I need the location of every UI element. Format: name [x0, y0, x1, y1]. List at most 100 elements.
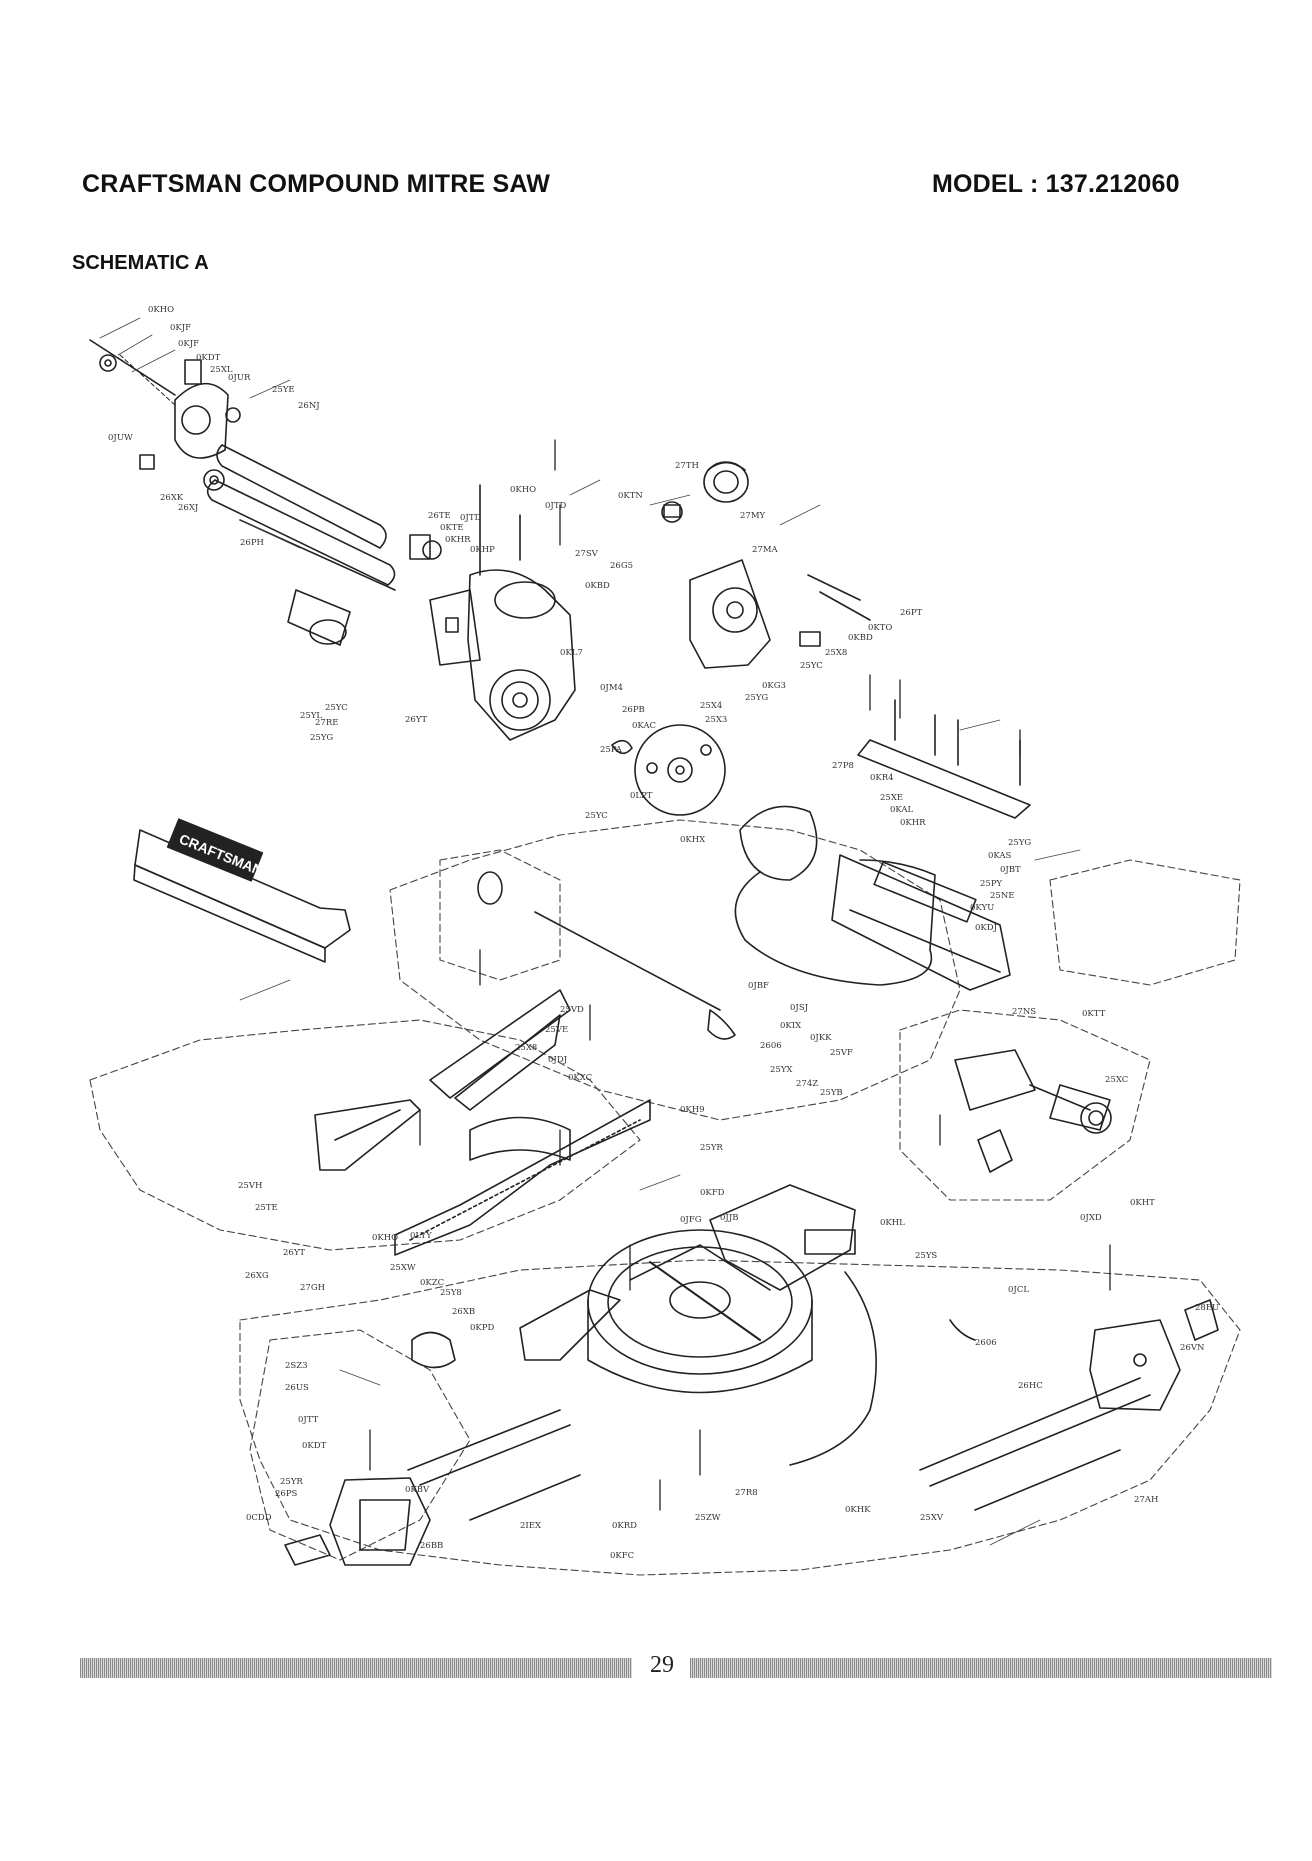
belt-cover: [133, 818, 351, 963]
callout-label: 25YG: [310, 733, 333, 743]
callout-label: 0KDT: [302, 1441, 327, 1451]
callout-label: 25XW: [390, 1263, 416, 1273]
callout-label: 26TE: [428, 511, 451, 521]
schematic-title: SCHEMATIC A: [72, 252, 209, 274]
callout-label: 27TH: [675, 461, 699, 471]
callout-label: 0JCL: [1008, 1285, 1029, 1295]
callout-label: 26VN: [1180, 1343, 1205, 1353]
callout-label: 25ZW: [695, 1513, 721, 1523]
callout-label: 0KHP: [470, 545, 495, 555]
callout-label: 25YE: [272, 385, 295, 395]
callout-label: 0KDJ: [975, 923, 998, 933]
callout-label: 25YX: [770, 1065, 793, 1075]
callout-label: 0JFG: [680, 1215, 702, 1225]
callout-label: 26XJ: [178, 503, 199, 513]
page-footer: 29: [0, 1652, 1312, 1682]
callout-label: 26YT: [405, 715, 427, 725]
callout-label: 0KHO: [510, 485, 536, 495]
callout-label: 0JJB: [720, 1213, 738, 1223]
callout-label: 0KBD: [848, 633, 873, 643]
callout-label: 26G5: [610, 561, 633, 571]
callout-label: 25YC: [585, 811, 608, 821]
callout-label: 26BB: [420, 1541, 443, 1551]
callout-label: 0KTN: [618, 491, 643, 501]
callout-label: 274Z: [796, 1079, 818, 1089]
leader-lines: [99, 317, 1081, 1546]
callout-label: 25YG: [745, 693, 768, 703]
callout-label: 26PS: [275, 1489, 298, 1499]
callout-label: 0KHO: [372, 1233, 398, 1243]
callout-label: 0KL7: [560, 648, 583, 658]
callout-label: 0KFC: [610, 1551, 634, 1561]
callout-label: 0KRD: [612, 1521, 637, 1531]
callout-label: 25PY: [980, 879, 1003, 889]
callout-label: 0KHO: [148, 305, 174, 315]
callout-label: 27SV: [575, 549, 599, 559]
model-number: MODEL : 137.212060: [932, 170, 1180, 198]
callout-label: 0KBD: [585, 581, 610, 591]
callout-label: 25YR: [700, 1143, 723, 1153]
callout-label: 0KZC: [420, 1278, 444, 1288]
callout-label: 27P8: [832, 761, 854, 771]
callout-label: 27R8: [735, 1488, 758, 1498]
pivot-housing: [661, 461, 871, 669]
callout-label: 0JTD: [460, 513, 481, 523]
callout-label: 0JXD: [1080, 1213, 1102, 1223]
callout-label: 26PB: [622, 705, 645, 715]
callout-label: 27AH: [1134, 1495, 1158, 1505]
callout-label: 0KR4: [870, 773, 894, 783]
motor-housing: [409, 484, 576, 741]
callout-label: 0JKK: [810, 1033, 832, 1043]
callout-label: 27NS: [1012, 1007, 1036, 1017]
callout-label: 0KHR: [900, 818, 926, 828]
callout-label: 0KYU: [970, 903, 994, 913]
bevel-lock-handle: [954, 1049, 1112, 1173]
callout-label: 25XL: [210, 365, 233, 375]
callout-label: 25VE: [545, 1025, 568, 1035]
callout-label: 26HC: [1018, 1381, 1043, 1391]
callout-label: 26US: [285, 1383, 309, 1393]
callout-label: 25XE: [880, 793, 903, 803]
exploded-view-diagram: CRAFTSMAN 0KHO0KJF0KJF0KDT25XL0JUR25YE26…: [89, 305, 1241, 1576]
callout-labels: 0KHO0KJF0KJF0KDT25XL0JUR25YE26NJ0JUW26XK…: [108, 305, 1219, 1561]
callout-label: 26NJ: [298, 401, 320, 411]
saw-blade: [611, 724, 726, 816]
base-turntable: [519, 1184, 976, 1466]
callout-label: 0KG3: [762, 681, 786, 691]
callout-label: 25X3: [705, 715, 727, 725]
callout-label: 0JUR: [228, 373, 251, 383]
footer-bar-left: [80, 1658, 632, 1678]
callout-label: 25YL: [300, 711, 322, 721]
footer-bar-right: [690, 1658, 1272, 1678]
callout-label: 25X4: [700, 701, 722, 711]
assembly-outlines: [89, 819, 1241, 1576]
callout-label: 26XB: [452, 1307, 475, 1317]
callout-label: 27GH: [300, 1283, 325, 1293]
callout-label: 0KAC: [632, 721, 656, 731]
callout-label: 27RE: [315, 718, 338, 728]
callout-label: 0JUW: [108, 433, 133, 443]
callout-label: 0KFD: [700, 1188, 725, 1198]
page-number: 29: [650, 1652, 674, 1678]
callout-label: 27MY: [740, 511, 766, 521]
callout-label: 0KTT: [1082, 1009, 1106, 1019]
callout-label: 0JBF: [748, 981, 769, 991]
callout-label: 0KJF: [170, 323, 191, 333]
callout-label: 0LPT: [630, 791, 653, 801]
callout-label: 25YG: [1008, 838, 1031, 848]
callout-label: 25VD: [560, 1005, 584, 1015]
callout-label: 26XK: [160, 493, 184, 503]
callout-label: 0LYY: [410, 1231, 432, 1241]
callout-label: 2SZ3: [285, 1361, 308, 1371]
left-fences: [314, 989, 651, 1256]
base-rails: [284, 1299, 1219, 1566]
callout-label: 0JM4: [600, 683, 623, 693]
callout-label: 25TE: [255, 1203, 278, 1213]
callout-label: 25VH: [238, 1181, 262, 1191]
callout-label: 0KHR: [445, 535, 471, 545]
callout-label: 25YC: [800, 661, 823, 671]
callout-label: 0KXC: [568, 1073, 592, 1083]
callout-label: 0JSJ: [790, 1003, 809, 1013]
callout-label: 25YR: [280, 1477, 303, 1487]
